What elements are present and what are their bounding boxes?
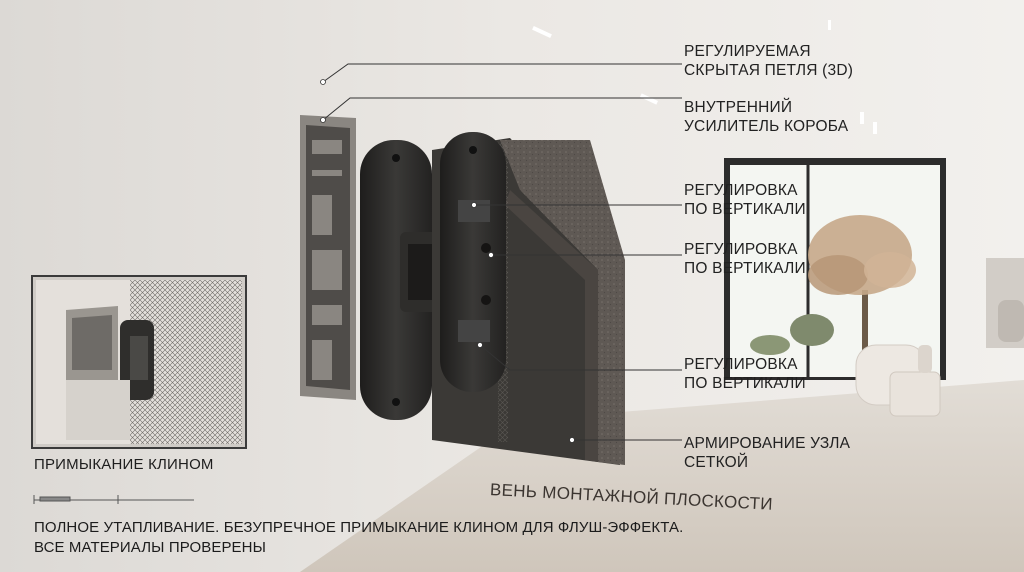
label-adjust-1-line2: ПО ВЕРТИКАЛИ [684,201,806,218]
label-adjust-1-line1: РЕГУЛИРОВКА [684,182,798,199]
label-frame-reinforcement-line1: ВНУТРЕННИЙ [684,99,793,116]
label-hinge-3d-line2: СКРЫТАЯ ПЕТЛЯ (3D) [684,62,854,79]
scale-bar [33,495,194,504]
bottom-description-line1: ПОЛНОЕ УТАПЛИВАНИЕ. БЕЗУПРЕЧНОЕ ПРИМЫКАН… [34,519,684,536]
leader-dots [320,79,575,443]
tree [750,215,916,370]
inset-caption: ПРИМЫКАНИЕ КЛИНОМ [34,456,214,473]
ceiling-lights [532,20,877,134]
label-frame-reinforcement-line2: УСИЛИТЕЛЬ КОРОБА [684,118,849,135]
label-adjust-2: РЕГУЛИРОВКА ПО ВЕРТИКАЛИ [684,240,806,278]
label-mesh-line1: АРМИРОВАНИЕ УЗЛА [684,435,851,452]
door-frame-profile [300,115,356,400]
armchair [855,344,941,417]
bottom-description: ПОЛНОЕ УТАПЛИВАНИЕ. БЕЗУПРЕЧНОЕ ПРИМЫКАН… [34,518,683,558]
floor [300,380,1024,572]
bottom-description-line2: ВСЕ МАТЕРИАЛЫ ПРОВЕРЕНЫ [34,539,266,556]
label-adjust-1: РЕГУЛИРОВКА ПО ВЕРТИКАЛИ [684,181,806,219]
label-adjust-2-line1: РЕГУЛИРОВКА [684,241,798,258]
label-adjust-3-line2: ПО ВЕРТИКАЛИ [684,375,806,392]
label-mesh-line2: СЕТКОЙ [684,454,749,471]
label-adjust-2-line2: ПО ВЕРТИКАЛИ [684,260,806,277]
inset-detail-image [31,275,247,449]
leader-lines [322,63,682,441]
label-hinge-3d-line1: РЕГУЛИРУЕМАЯ [684,43,811,60]
label-adjust-3-line1: РЕГУЛИРОВКА [684,356,798,373]
label-adjust-3: РЕГУЛИРОВКА ПО ВЕРТИКАЛИ [684,355,806,393]
label-mesh: АРМИРОВАНИЕ УЗЛА СЕТКОЙ [684,434,850,472]
label-frame-reinforcement: ВНУТРЕННИЙ УСИЛИТЕЛЬ КОРОБА [684,98,848,136]
hinge-left-body [360,140,432,420]
hinge-right-body [440,132,506,392]
label-hinge-3d: РЕГУЛИРУЕМАЯ СКРЫТАЯ ПЕТЛЯ (3D) [684,42,853,80]
